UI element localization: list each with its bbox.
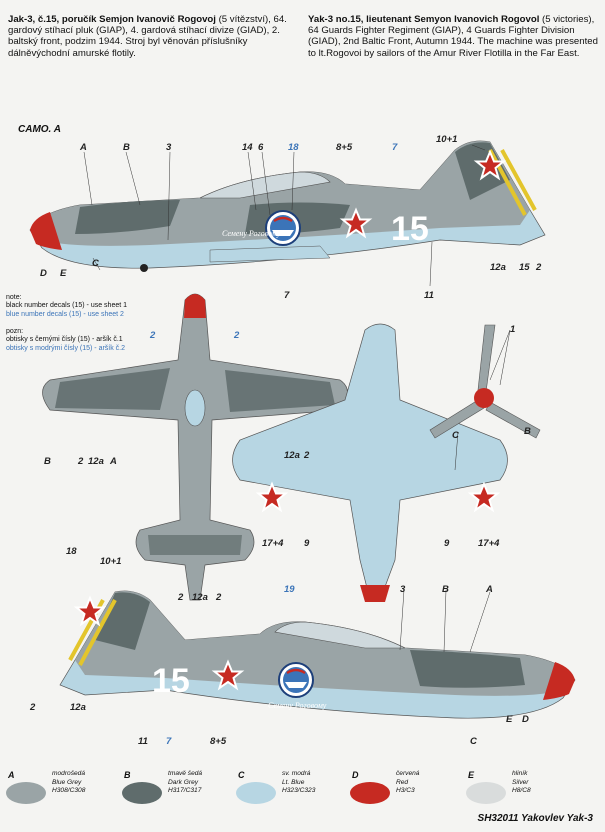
callout-bottom-2: 2: [304, 450, 310, 461]
top-view: [42, 293, 348, 601]
callout-18: 18: [288, 142, 299, 153]
callout-b-A: A: [486, 584, 493, 595]
callout-top-2a: 2: [150, 330, 156, 341]
callout-prop-1: 1: [510, 324, 516, 335]
callout-11: 11: [424, 290, 434, 301]
callout-top-2d: 2: [178, 592, 184, 603]
callout-bottom-9b: 9: [444, 538, 450, 549]
propeller-view: [429, 324, 541, 439]
callout-E: E: [60, 268, 67, 279]
callout-bottom-12a: 12a: [284, 450, 300, 461]
side-number-top: 15: [391, 210, 429, 248]
note-czech: pozn: obtisky s černými čísly (15) - arš…: [6, 328, 126, 352]
callout-D: D: [40, 268, 47, 279]
camo-label: CAMO. A: [18, 124, 61, 135]
header-english: Yak-3 no.15, lieutenant Semyon Ivanovich…: [308, 14, 600, 59]
en-body: (5 victories), 64 Guards Fighter Regimen…: [308, 14, 598, 59]
callout-bottom-17-4a: 17+4: [262, 538, 284, 549]
callout-b-12a: 12a: [70, 702, 86, 713]
callout-12a: 12a: [490, 262, 506, 273]
callout-bottom-C: C: [452, 430, 459, 441]
callout-b-10-1: 10+1: [100, 556, 122, 567]
swatch-red: [350, 782, 390, 804]
note-english: note: black number decals (15) - use she…: [6, 294, 128, 318]
dedication-bottom: Семену Роговому: [268, 701, 327, 710]
callout-b-8-5: 8+5: [210, 736, 227, 747]
cz-title: Jak-3, č.15, poručík Semjon Ivanovič Rog…: [8, 14, 216, 25]
callout-2: 2: [536, 262, 542, 273]
callout-b-19: 19: [284, 584, 295, 595]
callout-prop-B: B: [524, 426, 531, 437]
cz-body: (5 vítězství), 64. gardový stíhací pluk …: [8, 14, 287, 59]
callout-B: B: [123, 142, 130, 153]
callout-b-C: C: [470, 736, 477, 747]
callout-6: 6: [258, 142, 264, 153]
callout-7-lower: 7: [284, 290, 290, 301]
header-czech: Jak-3, č.15, poručík Semjon Ivanovič Rog…: [8, 14, 288, 59]
callout-b-B: B: [442, 584, 449, 595]
callout-top-12a: 12a: [88, 456, 104, 467]
callout-8-5: 8+5: [336, 142, 353, 153]
callout-top-2e: 2: [216, 592, 222, 603]
callout-b-7: 7: [166, 736, 172, 747]
callout-b-18: 18: [66, 546, 77, 557]
callout-14: 14: [242, 142, 253, 153]
callout-b-2: 2: [30, 702, 36, 713]
callout-15: 15: [519, 262, 530, 273]
callout-A: A: [80, 142, 87, 153]
callout-top-A: A: [110, 456, 117, 467]
callout-b-D: D: [522, 714, 529, 725]
swatch-dark-grey: [122, 782, 162, 804]
callout-7: 7: [392, 142, 398, 153]
side-profile-bottom: [59, 590, 576, 719]
footer-product-code: SH32011 Yakovlev Yak-3: [477, 813, 593, 824]
callout-b-11: 11: [138, 736, 148, 747]
swatch-silver: [466, 782, 506, 804]
callout-top-2b: 2: [234, 330, 240, 341]
callout-10-1: 10+1: [436, 134, 458, 145]
side-profile-top: [29, 140, 546, 272]
callout-C: C: [92, 258, 99, 269]
swatch-blue-grey: [6, 782, 46, 804]
callout-b-3: 3: [400, 584, 406, 595]
bottom-view: [232, 323, 508, 602]
callout-top-12a-b: 12a: [192, 592, 208, 603]
swatch-light-blue: [236, 782, 276, 804]
callout-bottom-17-4b: 17+4: [478, 538, 500, 549]
side-number-bottom: 15: [152, 662, 190, 700]
en-title: Yak-3 no.15, lieutenant Semyon Ivanovich…: [308, 14, 540, 25]
callout-b-E: E: [506, 714, 513, 725]
callout-top-B: B: [44, 456, 51, 467]
dedication-top: Семену Роговому: [222, 229, 281, 238]
callout-3: 3: [166, 142, 172, 153]
callout-top-2c: 2: [78, 456, 84, 467]
callout-bottom-9a: 9: [304, 538, 310, 549]
